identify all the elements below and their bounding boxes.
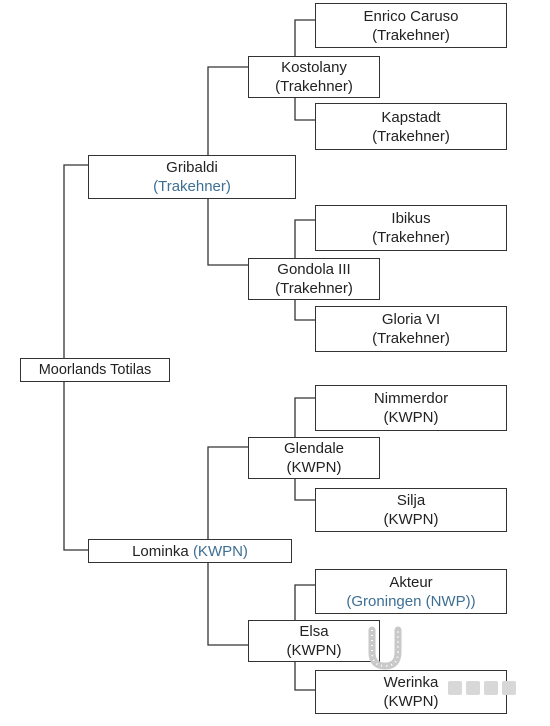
node-ss-sire: Enrico Caruso (Trakehner) xyxy=(315,3,507,48)
connector-root-parents xyxy=(63,164,88,551)
ds-sire-name: Nimmerdor xyxy=(373,390,449,407)
dd-sire-name: Akteur xyxy=(389,573,433,591)
sire-sire-breed: (Trakehner) xyxy=(275,78,353,95)
node-sire: Gribaldi (Trakehner) xyxy=(88,155,296,199)
sire-name: Gribaldi xyxy=(166,159,218,176)
sire-sire-name: Kostolany xyxy=(281,59,347,76)
ss-sire-name: Enrico Caruso xyxy=(363,7,459,25)
dam-breed-link[interactable]: (KWPN) xyxy=(192,542,248,560)
sire-breed-link[interactable]: (Trakehner) xyxy=(153,178,231,195)
node-dam-dam: Elsa (KWPN) xyxy=(248,620,380,662)
watermark-text-blur xyxy=(448,678,528,698)
dd-sire-breed-link[interactable]: (Groningen (NWP)) xyxy=(346,592,476,610)
dam-sire-breed: (KWPN) xyxy=(286,459,342,476)
dd-dam-breed: (KWPN) xyxy=(383,693,439,710)
node-sire-sire: Kostolany (Trakehner) xyxy=(248,56,380,98)
node-dam: Lominka (KWPN) xyxy=(88,539,292,563)
ss-dam-breed: (Trakehner) xyxy=(372,127,450,145)
dam-name: Lominka xyxy=(132,542,189,560)
dam-dam-name: Elsa xyxy=(299,623,329,640)
dam-sire-name: Glendale xyxy=(283,440,345,457)
node-sd-sire: Ibikus (Trakehner) xyxy=(315,205,507,251)
sd-sire-name: Ibikus xyxy=(391,210,431,227)
node-ss-dam: Kapstadt (Trakehner) xyxy=(315,103,507,150)
sd-sire-breed: (Trakehner) xyxy=(372,229,450,246)
node-ds-dam: Silja (KWPN) xyxy=(315,488,507,532)
ds-sire-breed: (KWPN) xyxy=(383,409,439,426)
sd-dam-name: Gloria VI xyxy=(381,311,441,328)
sd-dam-breed: (Trakehner) xyxy=(372,330,450,347)
ds-dam-breed: (KWPN) xyxy=(383,511,439,528)
ds-dam-name: Silja xyxy=(396,492,426,509)
dd-dam-name: Werinka xyxy=(383,674,439,691)
node-root: Moorlands Totilas xyxy=(20,358,170,382)
ss-dam-name: Kapstadt xyxy=(381,108,441,126)
node-sd-dam: Gloria VI (Trakehner) xyxy=(315,306,507,352)
dam-dam-breed: (KWPN) xyxy=(286,642,342,659)
root-name: Moorlands Totilas xyxy=(38,361,152,378)
sire-dam-breed: (Trakehner) xyxy=(275,280,353,297)
node-dd-sire: Akteur (Groningen (NWP)) xyxy=(315,569,507,614)
node-sire-dam: Gondola III (Trakehner) xyxy=(248,258,380,300)
node-dam-sire: Glendale (KWPN) xyxy=(248,437,380,479)
ss-sire-breed: (Trakehner) xyxy=(372,26,450,44)
sire-dam-name: Gondola III xyxy=(277,261,351,278)
horseshoe-icon xyxy=(368,626,402,670)
node-ds-sire: Nimmerdor (KWPN) xyxy=(315,385,507,431)
